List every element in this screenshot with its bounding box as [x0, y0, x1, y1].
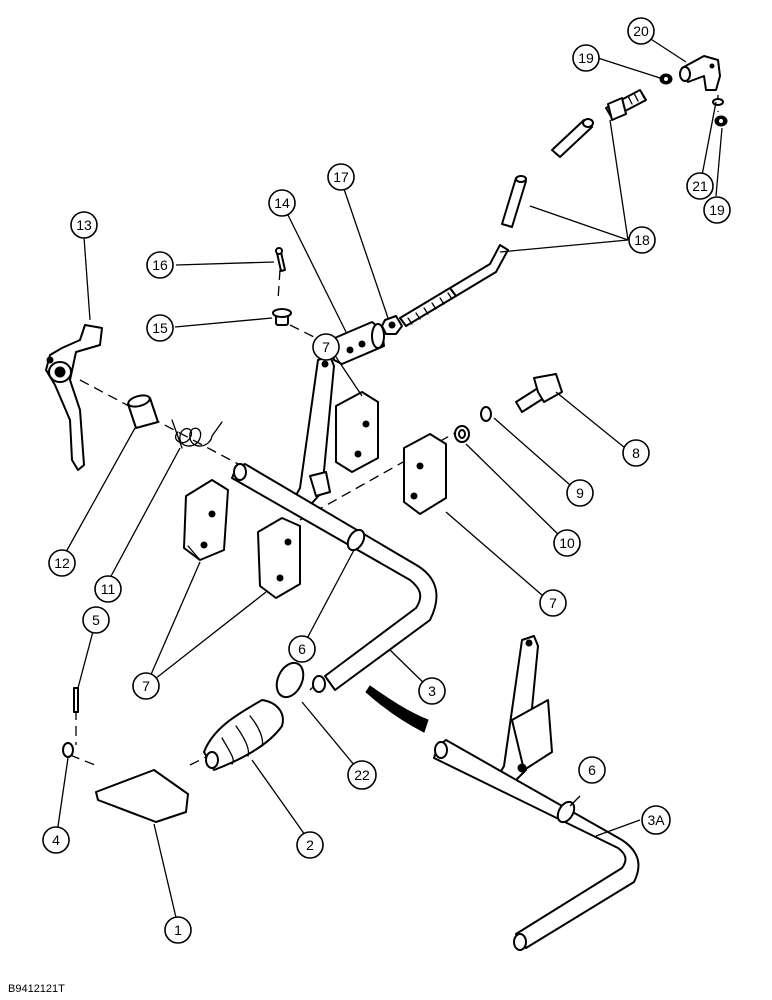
- spring-part-11: [171, 419, 223, 449]
- callout-2: 2: [296, 831, 324, 859]
- callout-7-right: 7: [539, 589, 567, 617]
- callout-11: 11: [94, 575, 122, 603]
- lock-washer-part-9: [480, 406, 492, 422]
- svg-text:9: 9: [576, 485, 584, 501]
- svg-text:8: 8: [632, 445, 640, 461]
- callout-22: 22: [347, 760, 377, 790]
- rod-segment-upper-part-18: [551, 118, 594, 158]
- svg-text:7: 7: [142, 678, 150, 694]
- callout-4: 4: [42, 826, 70, 854]
- motion-arrow: [365, 685, 429, 733]
- callout-16: 16: [146, 251, 174, 279]
- pad-part-7-upper: [335, 391, 379, 473]
- callout-6-lower: 6: [578, 756, 606, 784]
- callout-13: 13: [70, 211, 98, 239]
- svg-text:3: 3: [428, 683, 436, 699]
- callout-20: 20: [627, 17, 655, 45]
- svg-text:10: 10: [559, 535, 575, 551]
- bracket-part-13: [45, 324, 103, 471]
- assembly-axis-lines: [69, 71, 719, 766]
- svg-text:7: 7: [549, 595, 557, 611]
- callout-21: 21: [686, 172, 714, 200]
- svg-text:12: 12: [54, 555, 70, 571]
- pin-part-5: [73, 687, 79, 713]
- svg-text:15: 15: [152, 320, 168, 336]
- svg-text:3A: 3A: [647, 812, 665, 828]
- callout-14: 14: [268, 189, 296, 217]
- washer-part-21: [712, 98, 724, 106]
- svg-text:4: 4: [52, 832, 60, 848]
- callout-15: 15: [146, 314, 174, 342]
- pad-part-7-center-left: [257, 517, 301, 599]
- svg-text:14: 14: [274, 195, 290, 211]
- nut-part-17: [381, 315, 403, 335]
- callout-5: 5: [82, 606, 110, 634]
- svg-text:21: 21: [692, 178, 708, 194]
- svg-text:22: 22: [354, 767, 370, 783]
- pad-part-7-left: [183, 479, 229, 561]
- clevis-pin-part-15: [272, 308, 292, 326]
- svg-text:2: 2: [306, 837, 314, 853]
- callout-12: 12: [48, 549, 76, 577]
- svg-text:1: 1: [174, 922, 182, 938]
- svg-text:18: 18: [634, 232, 650, 248]
- svg-text:6: 6: [588, 762, 596, 778]
- collar-part-6-lower: [556, 800, 576, 824]
- svg-text:7: 7: [322, 339, 330, 355]
- svg-text:17: 17: [333, 169, 349, 185]
- callout-10: 10: [553, 529, 581, 557]
- pedal-pad-part-1: [95, 769, 189, 823]
- callout-3a: 3A: [641, 805, 671, 835]
- svg-text:19: 19: [709, 202, 725, 218]
- svg-text:20: 20: [633, 23, 649, 39]
- svg-text:11: 11: [101, 581, 116, 597]
- pad-part-7-right: [403, 433, 447, 515]
- callout-7-left: 7: [132, 672, 160, 700]
- nut-lower-part-19: [714, 115, 728, 127]
- pedal-shaft-part-3: [231, 463, 438, 693]
- bolt-part-8: [515, 373, 563, 413]
- nut-upper-part-19: [659, 73, 673, 85]
- callout-9: 9: [566, 479, 594, 507]
- svg-text:16: 16: [152, 257, 168, 273]
- svg-text:19: 19: [578, 50, 594, 66]
- figure-id: B9412121T: [8, 983, 65, 995]
- rod-segment-part-18: [501, 175, 527, 228]
- leader-lines: [55, 31, 723, 927]
- callout-17: 17: [327, 163, 355, 191]
- pedal-shaft-part-3a: [433, 739, 640, 951]
- elbow-fitting-part-20: [679, 55, 721, 91]
- washer-part-10: [454, 425, 470, 443]
- callout-1: 1: [164, 916, 192, 944]
- clevis-part-14: [329, 321, 385, 365]
- callout-8: 8: [622, 439, 650, 467]
- cotter-pin-part-16: [275, 247, 286, 272]
- callout-6-upper: 6: [288, 635, 316, 663]
- callout-3: 3: [418, 677, 446, 705]
- callout-7-upper: 7: [312, 333, 340, 361]
- svg-text:13: 13: [76, 217, 92, 233]
- callout-19-upper: 19: [572, 44, 600, 72]
- boot-part-2: [203, 699, 284, 771]
- pedal-arm-lower: [493, 635, 553, 791]
- bushing-part-12: [127, 394, 159, 429]
- collar-part-6-upper: [346, 528, 366, 552]
- svg-text:6: 6: [298, 641, 306, 657]
- callout-19-lower: 19: [703, 196, 731, 224]
- snap-ring-part-22: [275, 661, 305, 699]
- threaded-rod-end-part-18: [605, 89, 647, 121]
- control-rod-part-18: [399, 244, 509, 327]
- svg-text:5: 5: [92, 612, 100, 628]
- screw-part-4: [62, 742, 74, 758]
- pedal-arm-upper: [289, 355, 335, 513]
- callout-18: 18: [628, 226, 656, 254]
